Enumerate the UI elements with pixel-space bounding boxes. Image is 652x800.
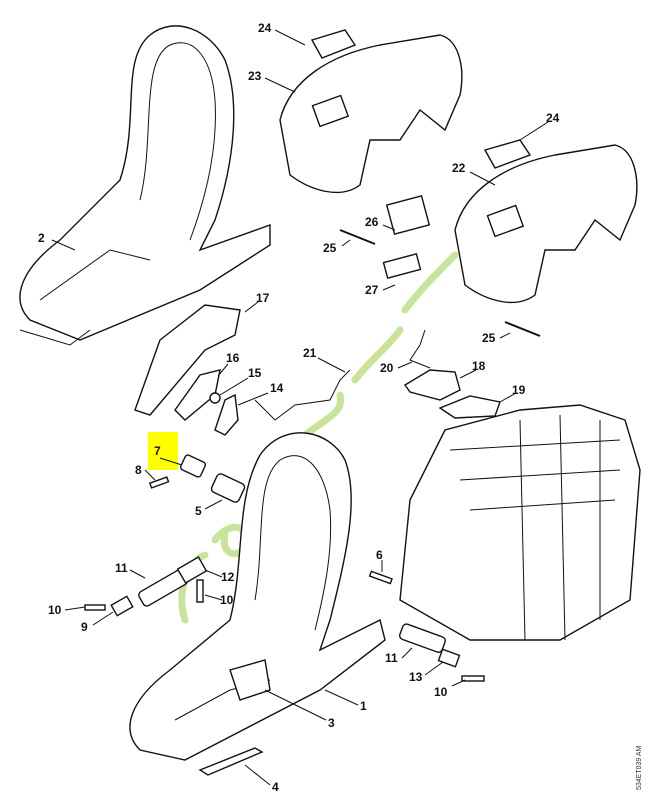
callout-11: 11	[115, 561, 128, 575]
callout-25: 25	[323, 241, 337, 255]
callout-18: 18	[472, 359, 486, 373]
bracket-16	[174, 369, 221, 421]
grip-strip-4	[198, 747, 264, 776]
callout-17: 17	[256, 291, 270, 305]
handle-plate-3	[229, 659, 271, 701]
callout-11: 11	[385, 651, 398, 665]
callout-1: 1	[360, 699, 367, 713]
warning-label-27	[382, 253, 422, 279]
ring-15	[209, 392, 221, 404]
throttle-rod-21	[254, 369, 351, 421]
engine-block	[399, 404, 641, 641]
lever-19	[438, 395, 501, 419]
handle-molding-17	[134, 304, 241, 416]
callout-25: 25	[482, 331, 496, 345]
handlebar-upper	[19, 25, 271, 346]
bracket-13	[437, 648, 461, 668]
callout-10: 10	[434, 685, 448, 699]
trigger-14	[214, 393, 239, 436]
callout-3: 3	[328, 716, 335, 730]
callout-5: 5	[195, 504, 202, 518]
callout-6: 6	[376, 548, 383, 562]
callout-10: 10	[48, 603, 62, 617]
spring-11b	[399, 623, 446, 653]
drawing-code: 534ET039 AM	[636, 745, 643, 790]
callout-14: 14	[270, 381, 284, 395]
callout-16: 16	[226, 351, 240, 365]
callout-13: 13	[409, 670, 423, 684]
screw-6	[368, 570, 393, 585]
bracket-7	[179, 454, 207, 478]
callout-10: 10	[220, 593, 234, 607]
screw-10c	[461, 675, 485, 682]
callout-4: 4	[272, 780, 279, 794]
handlebar-lower	[129, 432, 386, 761]
callout-26: 26	[365, 215, 379, 229]
callout-27: 27	[365, 283, 379, 297]
pin-25b	[504, 321, 541, 337]
screw-8	[148, 476, 170, 489]
shroud-23	[279, 29, 463, 193]
shroud-22	[454, 139, 638, 303]
callout-15: 15	[248, 366, 262, 380]
callout-21: 21	[303, 346, 317, 360]
callout-23: 23	[248, 69, 262, 83]
callout-22: 22	[452, 161, 466, 175]
callout-20: 20	[380, 361, 394, 375]
leader-lines	[51, 29, 549, 786]
callout-24: 24	[546, 111, 560, 125]
pin-25a	[339, 229, 376, 245]
plug-9	[110, 595, 134, 617]
highlight-box	[148, 432, 178, 470]
callout-12: 12	[221, 570, 235, 584]
screw-10a	[84, 604, 106, 611]
warning-label-26	[385, 194, 431, 236]
bracket-12	[176, 556, 208, 584]
lever-18	[403, 369, 461, 401]
callout-7: 7	[154, 444, 161, 458]
spring-5	[210, 473, 246, 503]
callout-24: 24	[258, 21, 272, 35]
callout-2: 2	[38, 231, 45, 245]
callout-19: 19	[512, 383, 526, 397]
screw-10b	[196, 579, 204, 603]
callout-9: 9	[81, 620, 88, 634]
callout-8: 8	[135, 463, 142, 477]
rod-20	[409, 329, 431, 369]
